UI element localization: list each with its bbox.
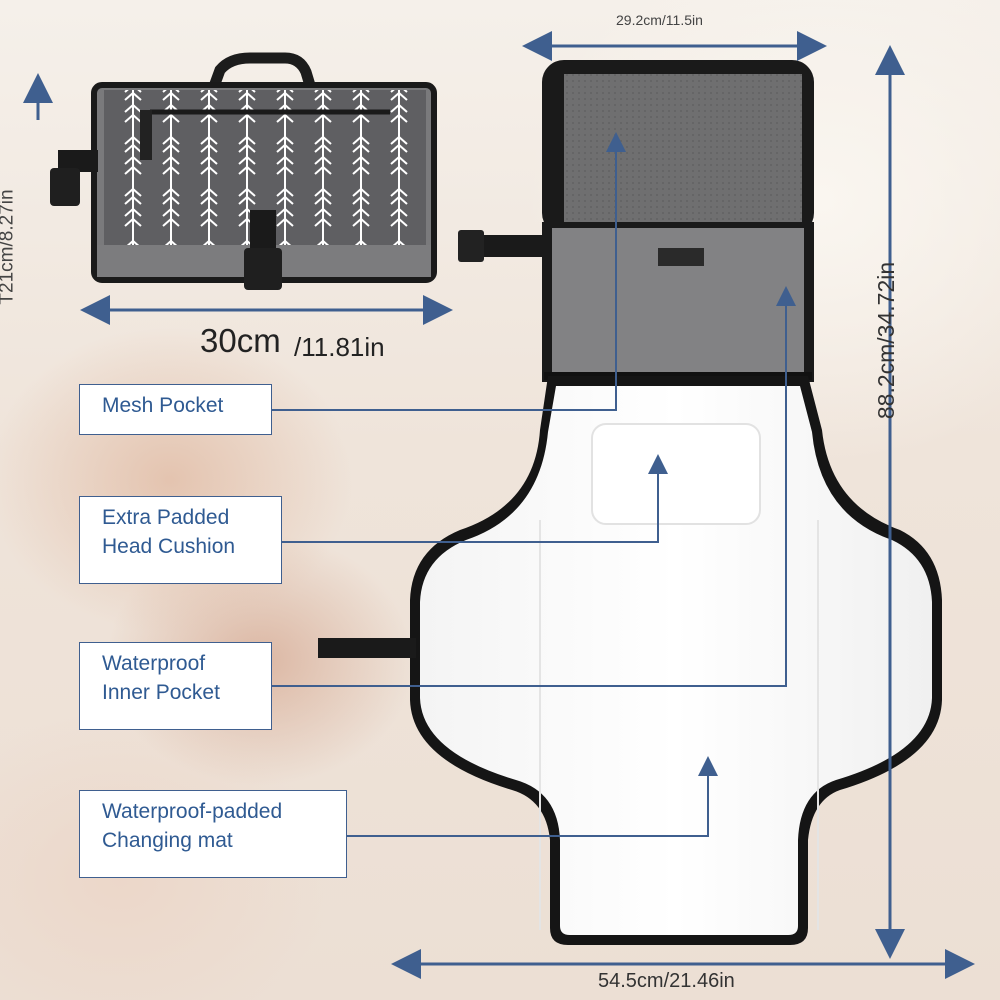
width-label: 54.5cm/21.46in <box>598 970 735 992</box>
callout-leaders <box>272 132 796 837</box>
side-buckle <box>50 168 80 206</box>
changing-mat-text-line2: Changing mat <box>102 829 233 852</box>
mesh-pocket-leader <box>272 132 626 411</box>
changing-mat-callout: Waterproof-padded Changing mat <box>79 790 347 878</box>
dimension-arrows <box>23 31 975 979</box>
inner-pocket-leader <box>272 286 796 687</box>
changing-mat-leader <box>346 756 718 837</box>
folded-changing-pad <box>50 52 437 290</box>
mat-white-surface <box>420 386 932 935</box>
center-strap <box>250 210 276 255</box>
inner-pocket-text-line1: Waterproof <box>102 652 206 675</box>
mesh-pocket-mesh <box>564 74 802 230</box>
brand-label <box>658 248 704 266</box>
head-cushion-text-line2: Head Cushion <box>102 535 236 558</box>
folded-height-label: T21cm/8.27in <box>0 189 18 305</box>
carry-handle <box>206 52 318 98</box>
mat-side-strap <box>318 638 416 658</box>
head-cushion-text-line1: Extra Padded <box>102 506 230 529</box>
folded-width-in-label: /11.81in <box>294 332 385 362</box>
top-width-label: 29.2cm/11.5in <box>616 12 703 28</box>
changing-mat-text-line1: Waterproof-padded <box>102 800 283 823</box>
length-label: 88.2cm/34.72in <box>873 261 900 420</box>
inner-pocket-text-line2: Inner Pocket <box>102 681 220 704</box>
head-cushion <box>591 423 761 525</box>
zipper-pull <box>140 110 152 160</box>
mesh-pocket-callout: Mesh Pocket <box>79 384 272 435</box>
inner-pocket-callout: Waterproof Inner Pocket <box>79 642 272 730</box>
folded-width-cm-label: 30cm <box>200 322 281 359</box>
mat-top-buckle <box>458 230 484 262</box>
head-cushion-callout: Extra Padded Head Cushion <box>79 496 282 584</box>
side-strap <box>58 150 98 172</box>
head-cushion-leader <box>282 454 668 543</box>
mesh-pocket-text: Mesh Pocket <box>102 394 224 417</box>
center-buckle <box>244 248 282 290</box>
open-changing-mat <box>318 60 942 945</box>
